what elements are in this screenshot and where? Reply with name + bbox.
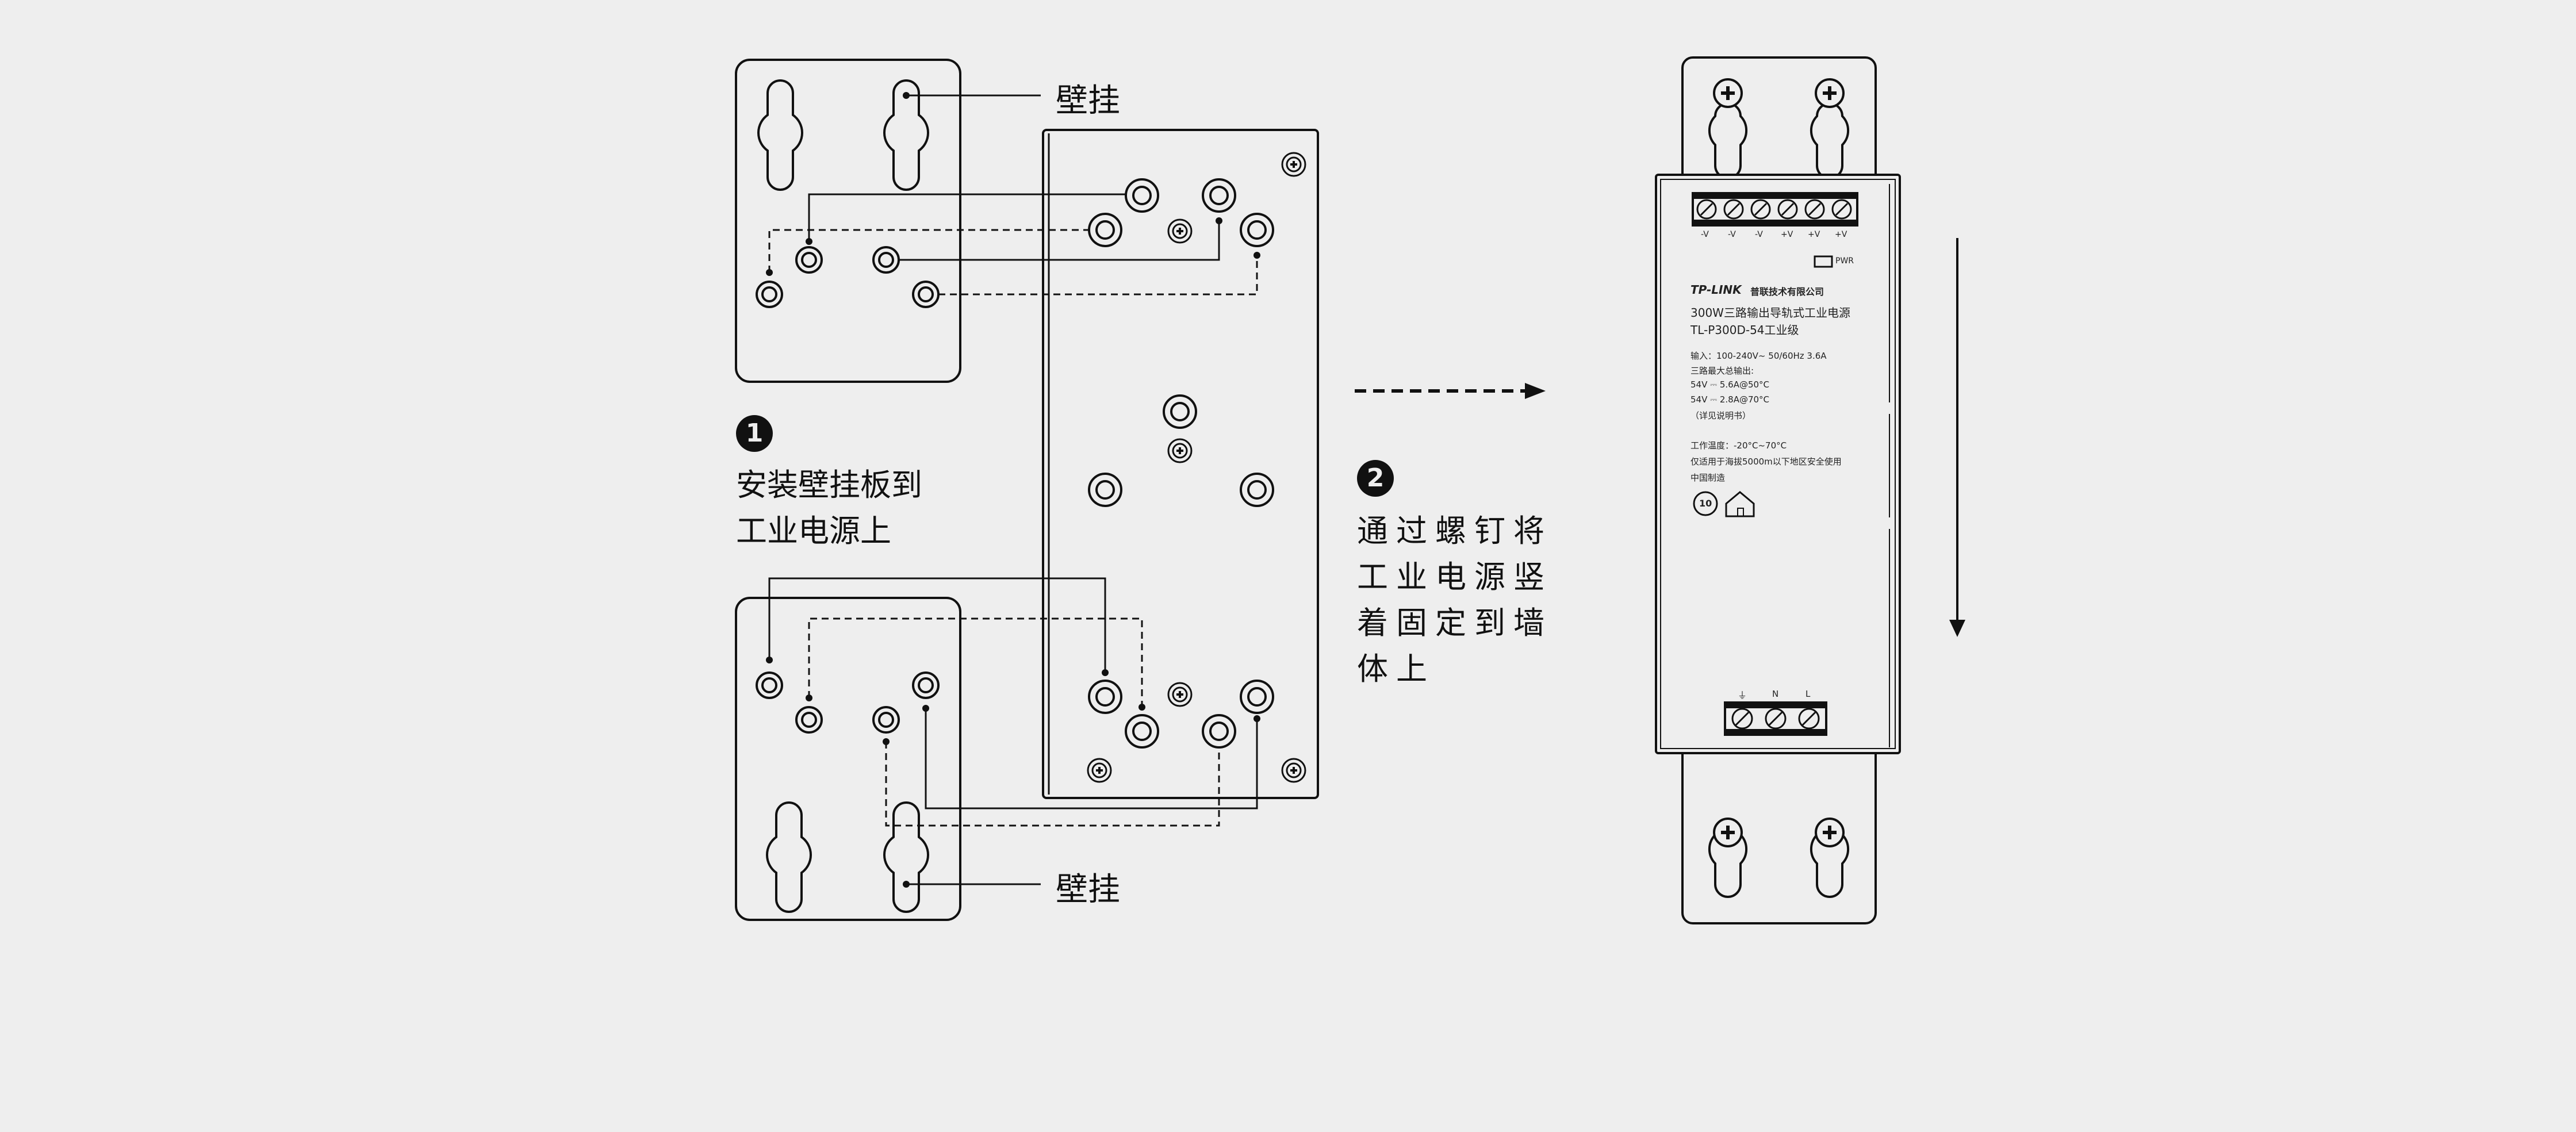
terminal-label: -V <box>1701 230 1709 239</box>
down-arrow <box>1949 238 1965 637</box>
terminal-label: N <box>1772 689 1779 699</box>
panel-screws <box>1087 152 1306 783</box>
brand-company: 普联技术有限公司 <box>1750 286 1824 297</box>
terminal-label: L <box>1805 689 1811 699</box>
wall-mount-label-top: 壁挂 <box>1056 82 1120 120</box>
cert-mark-text: 10 <box>1699 498 1712 509</box>
terminal-block-top <box>1692 192 1858 227</box>
brand-logo: TP-LINK <box>1690 283 1742 297</box>
bracket-holes-bottom <box>756 671 940 734</box>
spec-line: 54V ⎓ 5.6A@50°C <box>1690 379 1770 390</box>
keyhole-slot-bottom-left <box>766 801 812 913</box>
spec-line: 三路最大总输出: <box>1690 366 1754 376</box>
power-supply-back-panel <box>1042 129 1319 799</box>
terminal-block-bottom <box>1724 701 1827 736</box>
env-line: 中国制造 <box>1690 473 1726 483</box>
terminal-label: -V <box>1728 230 1736 239</box>
terminal-label: +V <box>1835 230 1847 239</box>
wall-mount-label-bottom: 壁挂 <box>1056 871 1120 908</box>
pwr-label: PWR <box>1835 256 1854 266</box>
spec-line: （详见说明书） <box>1690 410 1751 421</box>
env-line: 仅适用于海拔5000m以下地区安全使用 <box>1690 456 1842 467</box>
model-number: TL-P300D-54工业级 <box>1690 323 1799 337</box>
keyhole-slot-top-left <box>757 79 803 191</box>
cert-icons <box>1693 491 1755 517</box>
power-supply-front <box>1655 174 1901 754</box>
keyhole-slot-bottom-right <box>883 801 929 913</box>
alignment-lines-bottom <box>766 577 1260 827</box>
terminal-label: +V <box>1808 230 1820 239</box>
direction-arrow <box>1355 383 1546 399</box>
step-1-text: 安装壁挂板到 工业电源上 <box>736 467 922 549</box>
step-2-number: 2 <box>1357 460 1394 497</box>
step-2-text: 通过螺钉将 工业电源竖 着固定到墙 体上 <box>1357 513 1552 687</box>
terminal-label: ⏚ <box>1738 690 1747 701</box>
pwr-led <box>1814 255 1833 268</box>
wall-bracket-bottom <box>735 597 961 921</box>
product-line: 300W三路输出导轨式工业电源 <box>1690 306 1850 320</box>
wall-bracket-top <box>735 59 961 383</box>
spec-line: 输入：100-240V~ 50/60Hz 3.6A <box>1690 351 1827 361</box>
label-leaders <box>903 92 1041 888</box>
step-1-number: 1 <box>736 415 773 452</box>
alignment-lines-top <box>766 193 1260 296</box>
keyhole-slot-top-right <box>883 79 929 191</box>
terminal-label: -V <box>1755 230 1763 239</box>
spec-line: 54V ⎓ 2.8A@70°C <box>1690 394 1770 405</box>
panel-holes <box>1088 178 1274 749</box>
terminal-label: +V <box>1781 230 1793 239</box>
mounted-bracket-bottom <box>1681 723 1877 924</box>
env-line: 工作温度：-20°C~70°C <box>1690 440 1787 451</box>
